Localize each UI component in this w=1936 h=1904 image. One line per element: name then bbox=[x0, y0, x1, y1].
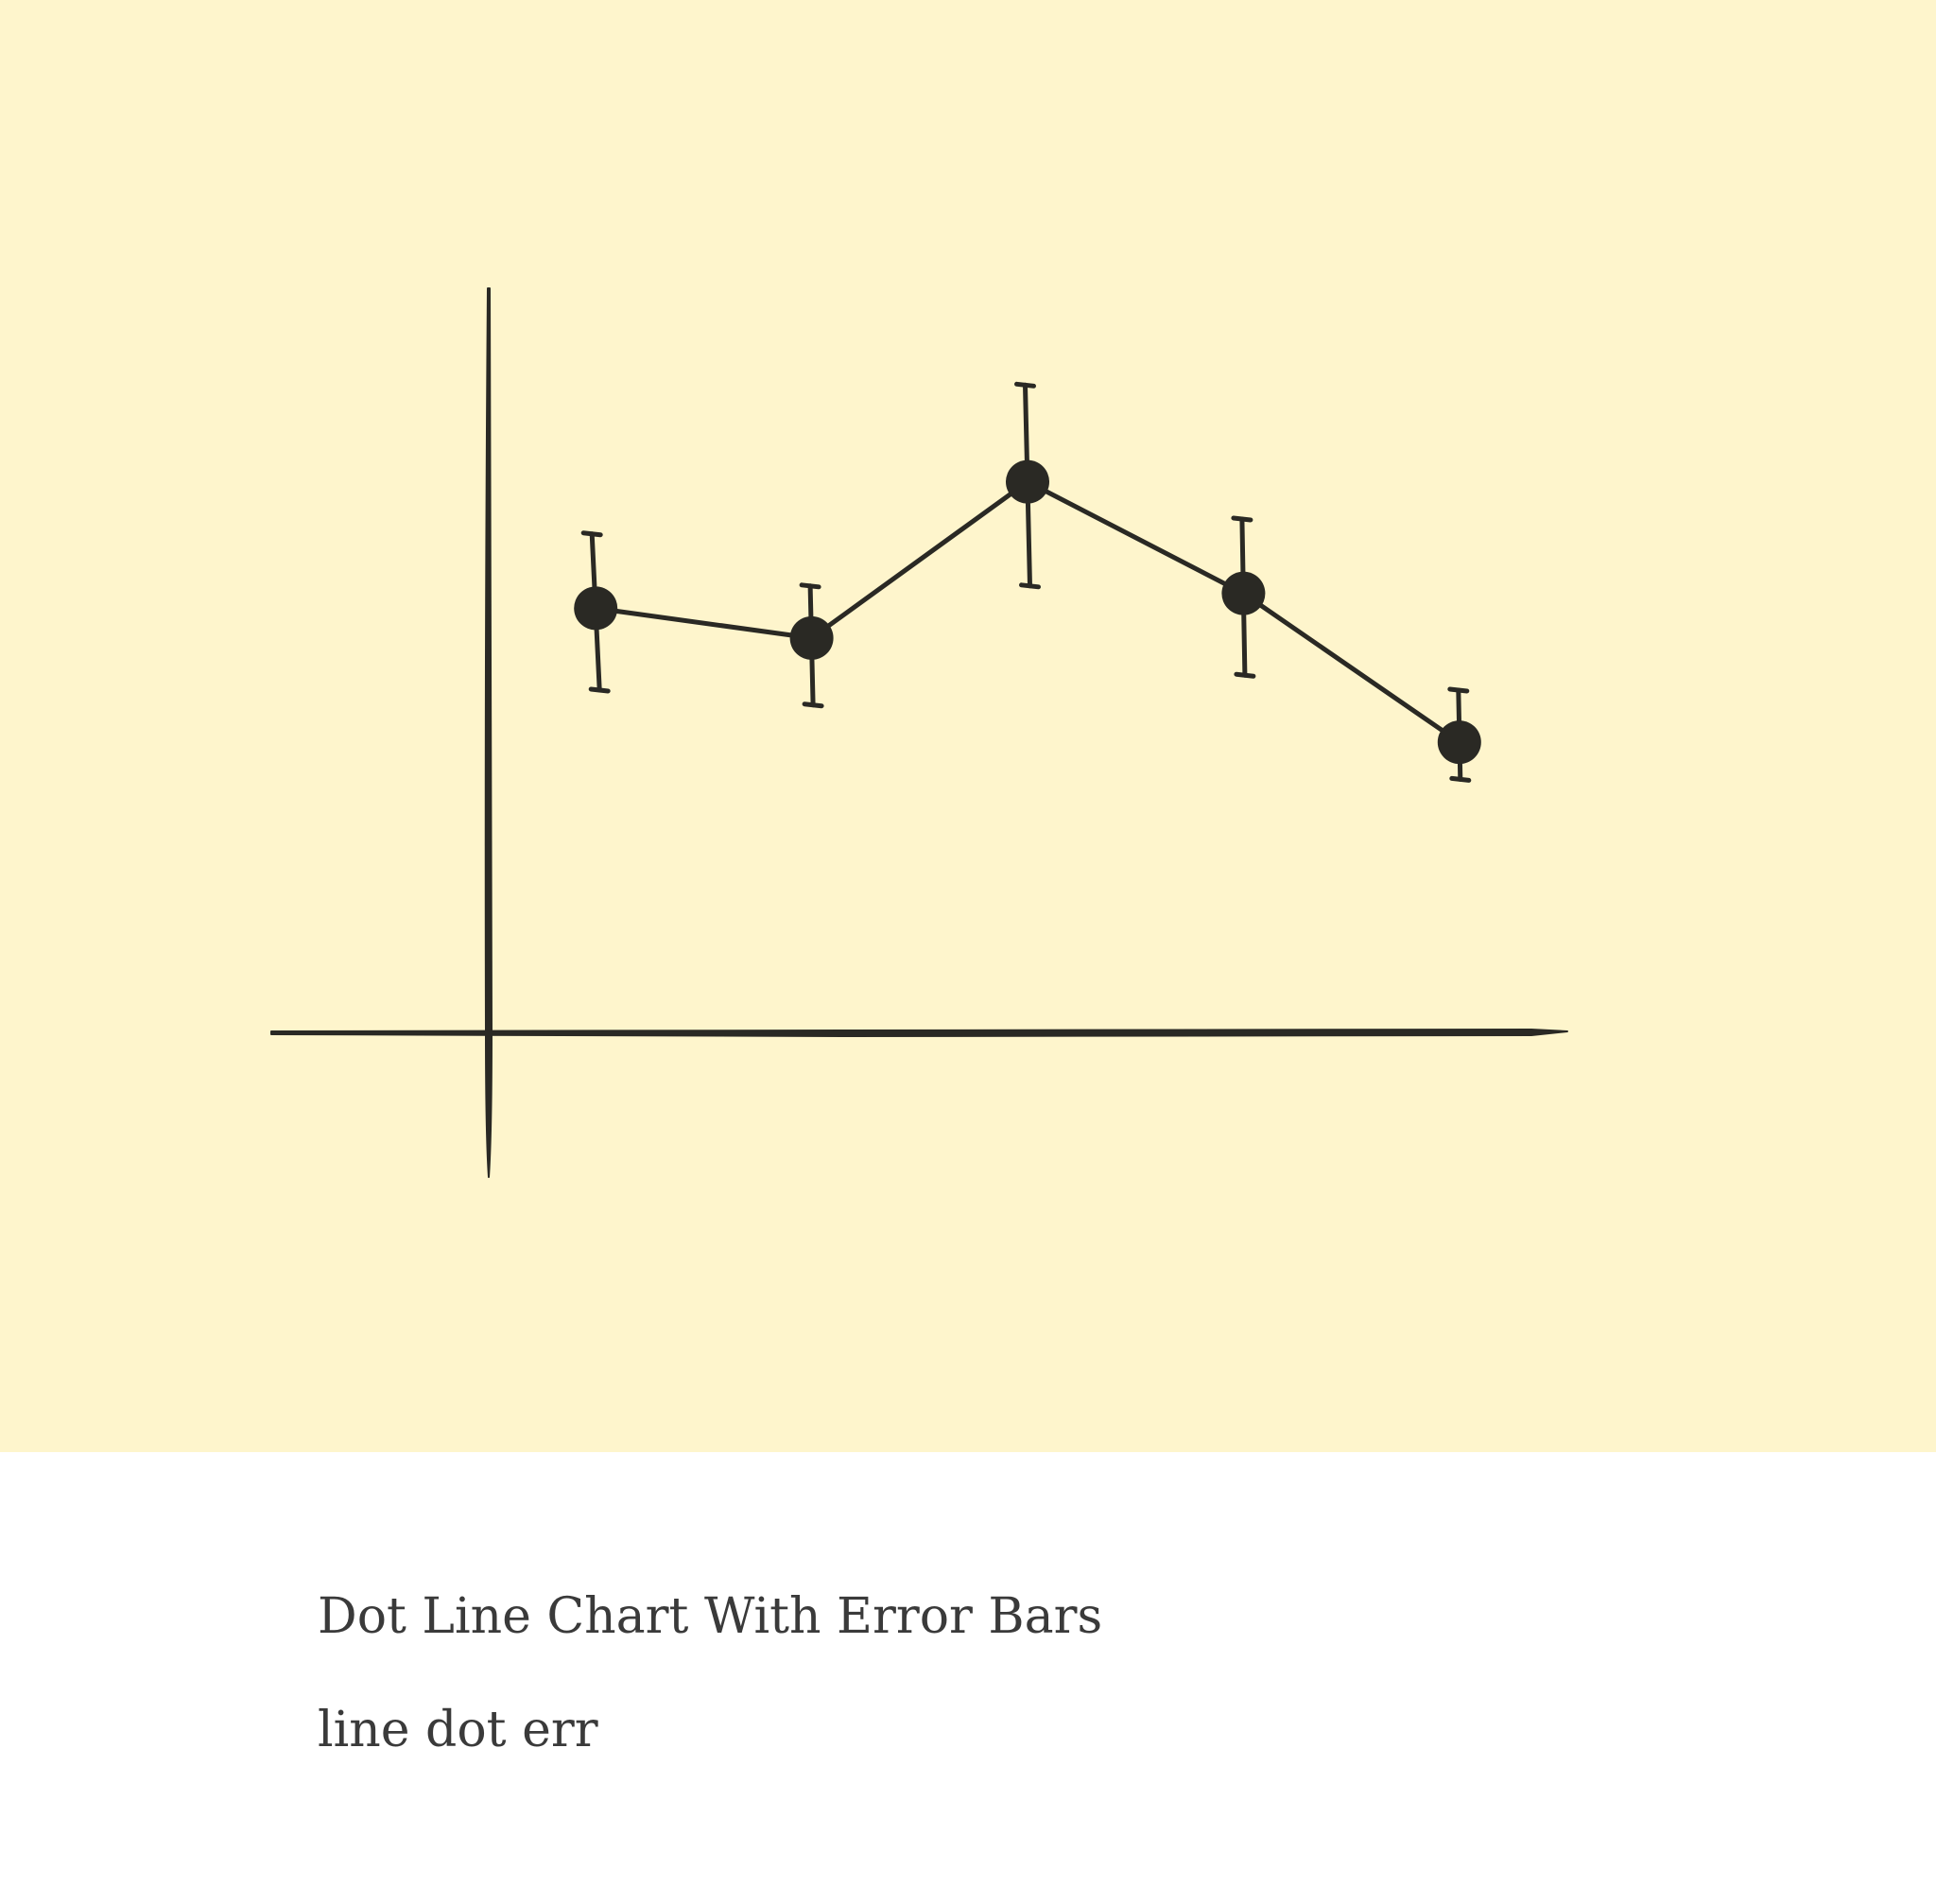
error-bar-cap-top bbox=[1447, 686, 1470, 694]
data-point bbox=[789, 615, 834, 660]
data-point bbox=[1006, 459, 1049, 504]
chart-marks bbox=[574, 381, 1481, 783]
data-point bbox=[574, 586, 618, 631]
error-bar-cap-bottom bbox=[1019, 582, 1041, 590]
error-bar-cap-top bbox=[1231, 515, 1253, 523]
error-bar-cap-bottom bbox=[1449, 775, 1472, 783]
chart-caption-title: Dot Line Chart With Error Bars bbox=[318, 1588, 1103, 1645]
error-bar-cap-top bbox=[799, 582, 821, 590]
x-axis bbox=[270, 1029, 1568, 1037]
chart-caption-tags: line dot err bbox=[318, 1702, 598, 1758]
error-bar-cap-top bbox=[580, 530, 603, 538]
y-axis bbox=[484, 287, 493, 1178]
chart-canvas bbox=[0, 0, 1936, 1452]
chart-svg bbox=[270, 287, 1568, 1178]
data-point bbox=[1221, 571, 1266, 615]
error-bar-cap-bottom bbox=[1234, 671, 1256, 679]
data-point bbox=[1437, 720, 1481, 765]
error-bar-cap-bottom bbox=[588, 686, 611, 694]
error-bar-cap-top bbox=[1014, 381, 1036, 389]
error-bar-cap-bottom bbox=[802, 701, 824, 709]
